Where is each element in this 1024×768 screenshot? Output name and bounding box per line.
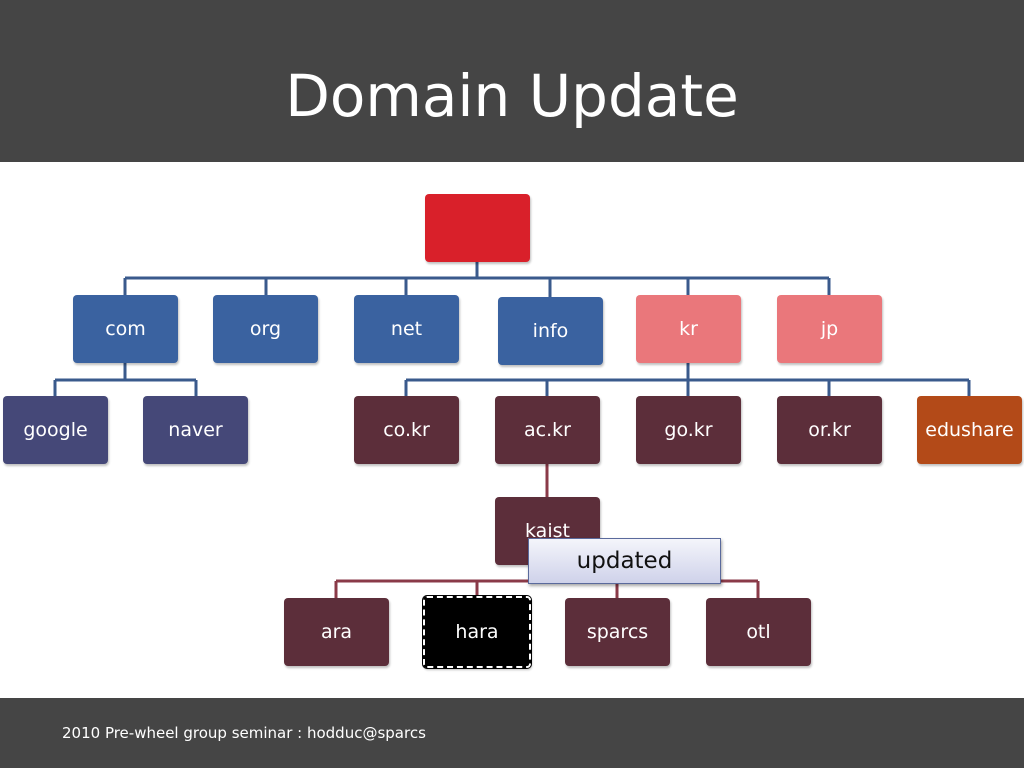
domain-naver: naver	[143, 396, 248, 464]
slide-footer: 2010 Pre-wheel group seminar : hodduc@sp…	[0, 698, 1024, 768]
tld-jp: jp	[777, 295, 882, 363]
tld-com: com	[73, 295, 178, 363]
domain-sparcs: sparcs	[565, 598, 670, 666]
footer-text: 2010 Pre-wheel group seminar : hodduc@sp…	[62, 724, 426, 742]
tld-info: info	[498, 297, 603, 365]
domain-go-kr: go.kr	[636, 396, 741, 464]
updated-callout: updated	[528, 538, 721, 584]
root-connector	[123, 262, 831, 297]
com-connector	[53, 363, 198, 396]
domain-hara: hara	[422, 595, 532, 669]
tld-kr: kr	[636, 295, 741, 363]
slide-title: Domain Update	[285, 62, 739, 130]
domain-co-kr: co.kr	[354, 396, 459, 464]
kr-connector	[404, 363, 971, 396]
tld-net: net	[354, 295, 459, 363]
tld-org: org	[213, 295, 318, 363]
domain-google: google	[3, 396, 108, 464]
domain-otl: otl	[706, 598, 811, 666]
domain-edushare: edushare	[917, 396, 1022, 464]
domain-ac-kr: ac.kr	[495, 396, 600, 464]
slide-header: Domain Update	[0, 0, 1024, 162]
root-node	[425, 194, 530, 262]
domain-or-kr: or.kr	[777, 396, 882, 464]
domain-ara: ara	[284, 598, 389, 666]
